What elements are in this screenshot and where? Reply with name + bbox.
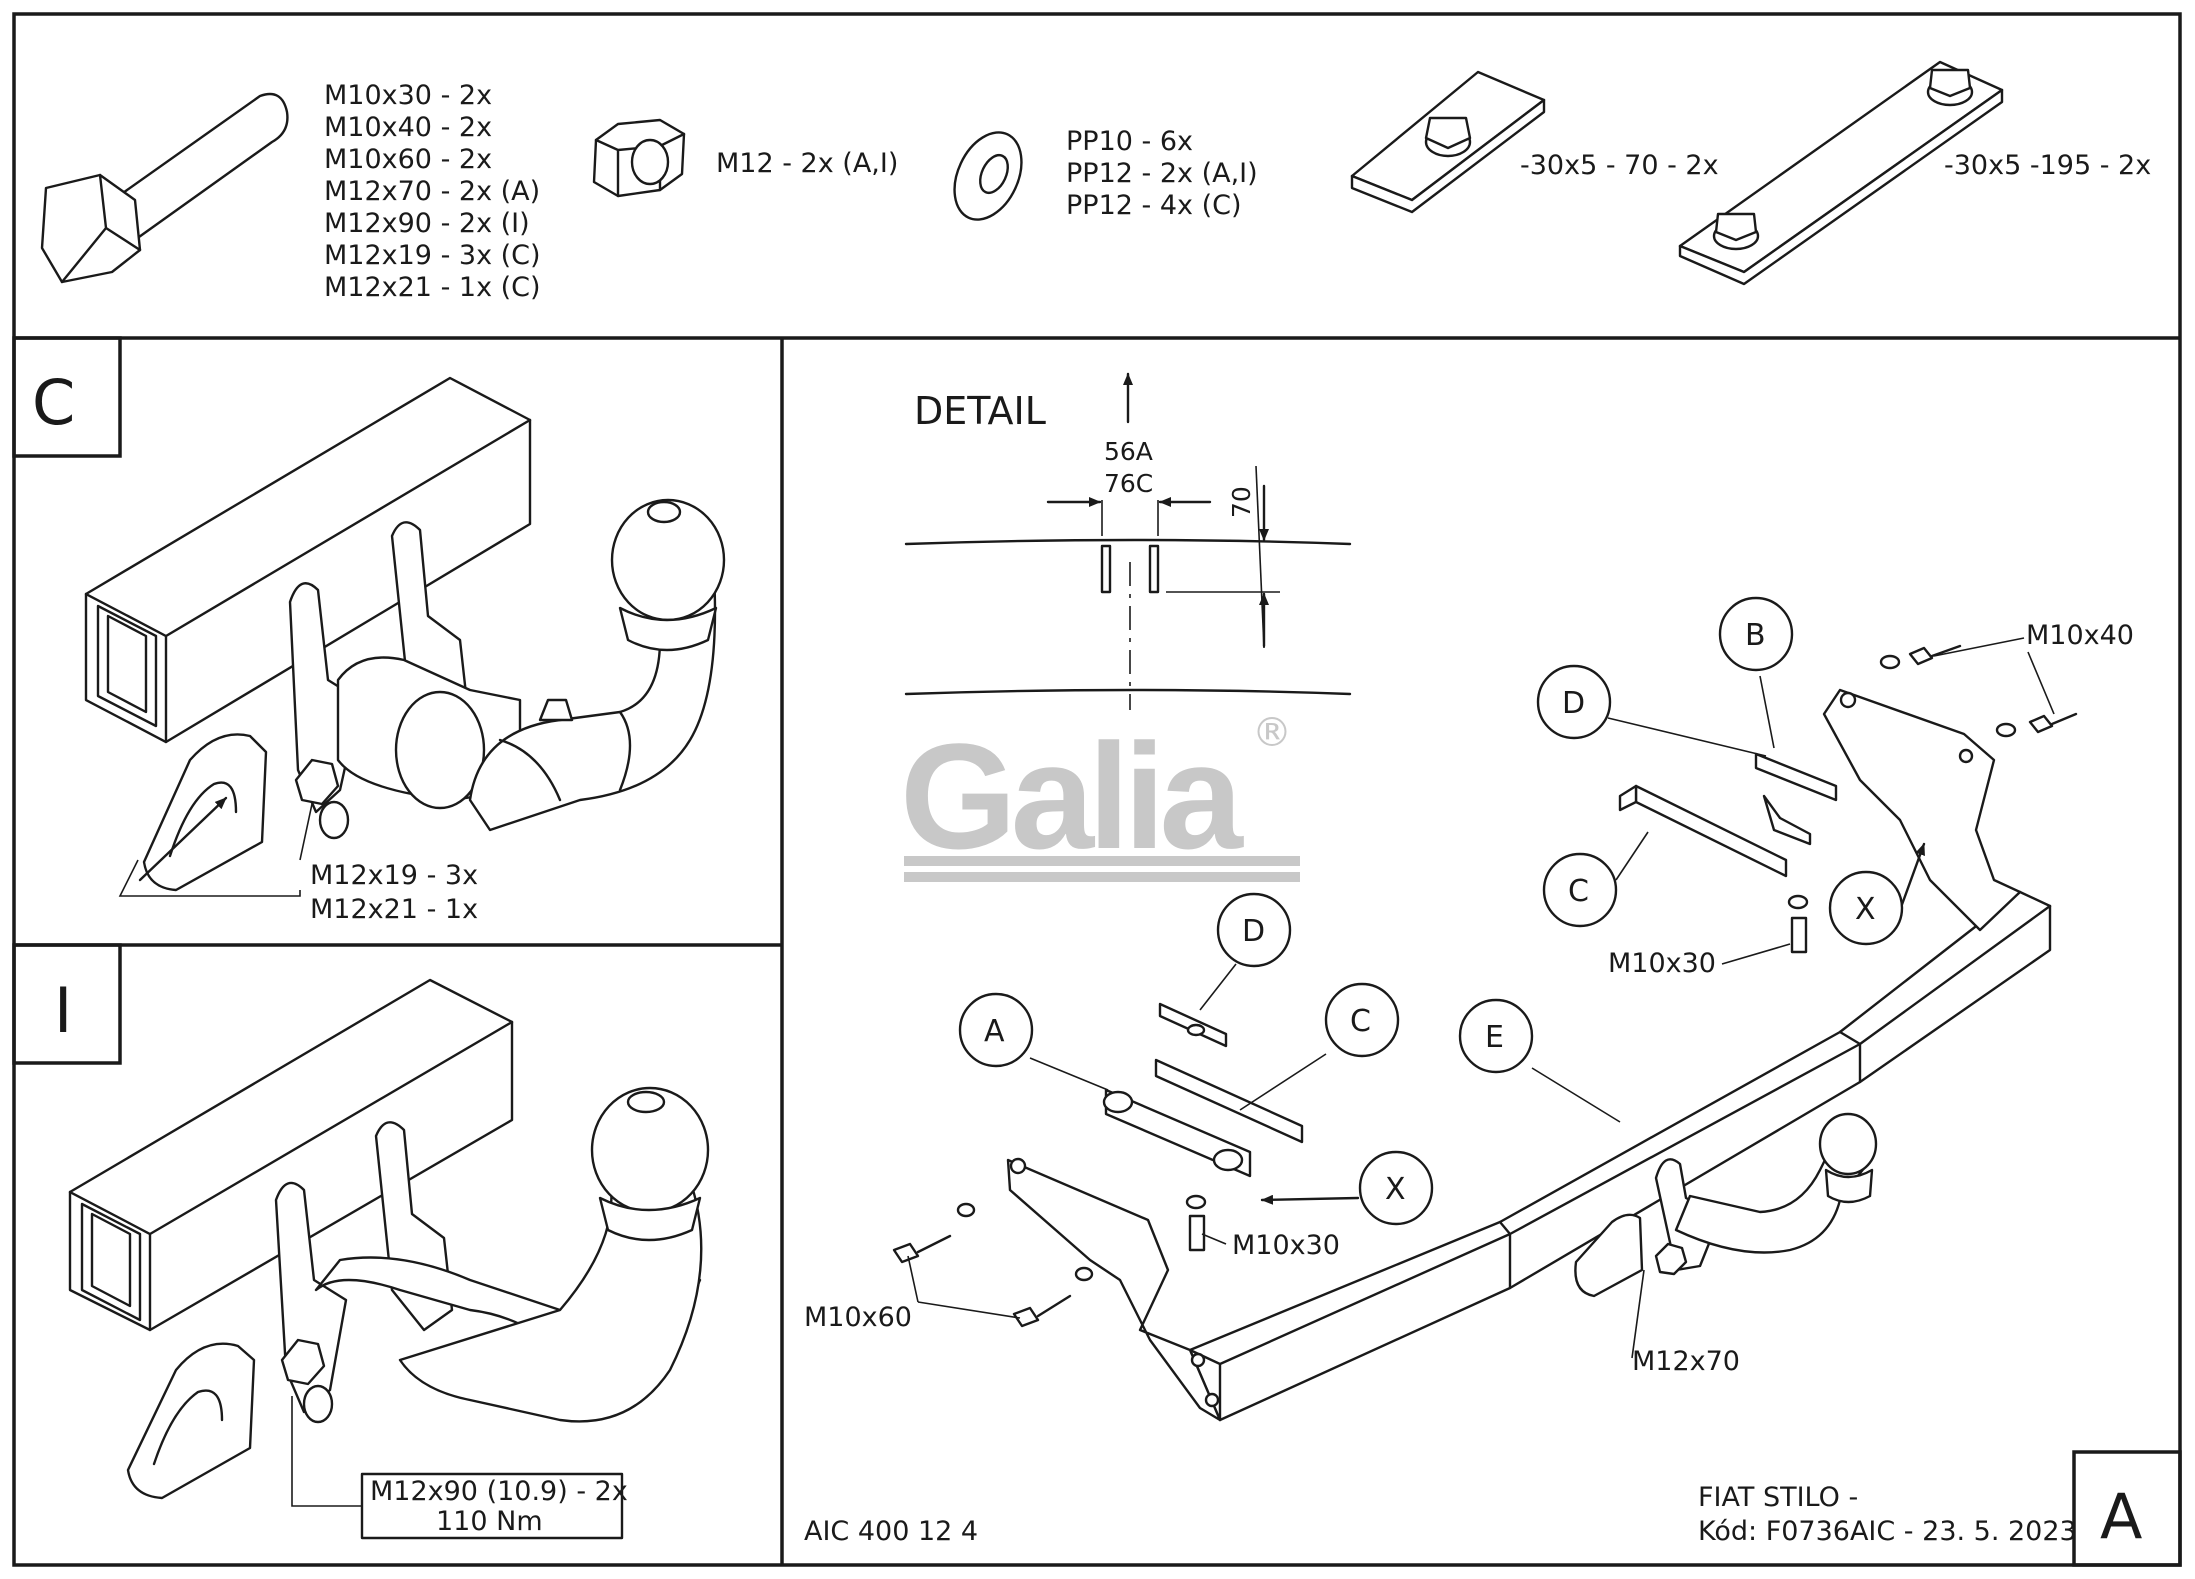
bolt-label-m10x60: M10x60 [804,1302,912,1333]
bolt-list: M10x30 - 2x M10x40 - 2x M10x60 - 2x M12x… [324,80,541,303]
panel-c-callout-2: M12x21 - 1x [310,894,478,925]
bolt-label-m10x30-left: M10x30 [1232,1230,1340,1261]
galia-logo-text: Galia [900,712,1244,880]
bolt-spec-7: M12x21 - 1x (C) [324,272,541,303]
svg-text:X: X [1385,1172,1406,1207]
svg-text:A: A [984,1014,1005,1049]
panel-i: I M12x90 (10.9) - 2x 110 Nm [12,943,710,1540]
part-label-e: E [1458,998,1534,1074]
bolt-spec-6: M12x19 - 3x (C) [324,240,541,271]
part-label-c-left: C [1324,982,1400,1058]
long-plate-spec: -30x5 -195 - 2x [1944,150,2151,181]
svg-text:D: D [1562,686,1585,721]
leader-lines [907,637,2055,1359]
detail-view: DETAIL 56A 76C 70 [904,372,1352,710]
part-label-x-left: X [1358,1150,1434,1226]
bolt-label-m10x40: M10x40 [2026,620,2134,651]
panel-a-label: A [2100,1480,2142,1553]
panel-i-label: I [54,974,72,1047]
panel-i-drawing [68,978,710,1500]
panel-i-callout-2: 110 Nm [436,1506,543,1537]
part-label-c-right: C [1542,852,1618,928]
washer-list: PP10 - 6x PP12 - 2x (A,I) PP12 - 4x (C) [1066,126,1258,221]
washer-icon [953,131,1023,221]
short-plate-icon [1350,70,1546,214]
bolt-label-m10x30-right: M10x30 [1608,948,1716,979]
panel-c: C [12,336,726,925]
bolt-label-m12x70: M12x70 [1632,1346,1740,1377]
bolt-spec-4: M12x70 - 2x (A) [324,176,540,207]
part-label-d-right: D [1536,664,1612,740]
part-label-b: B [1718,596,1794,672]
bolt-icon [40,92,289,284]
part-label-a: A [958,992,1034,1068]
hex-nut-icon [592,118,686,198]
washer-spec-3: PP12 - 4x (C) [1066,190,1242,221]
drawing-frame [12,12,2182,1567]
galia-watermark: Galia ® [900,710,1300,882]
panel-c-label: C [32,366,75,439]
bolt-spec-5: M12x90 - 2x (I) [324,208,530,239]
panel-c-drawing [84,376,726,892]
washer-spec-1: PP10 - 6x [1066,126,1193,157]
nut-spec: M12 - 2x (A,I) [716,148,898,179]
svg-text:B: B [1745,618,1766,653]
panel-c-callout-1: M12x19 - 3x [310,860,478,891]
registered-mark: ® [1252,710,1292,756]
detail-dim-56a: 56A [1104,437,1153,466]
parts-list: M10x30 - 2x M10x40 - 2x M10x60 - 2x M12x… [40,60,2151,303]
detail-title: DETAIL [914,389,1046,433]
detail-dim-76c: 76C [1104,469,1153,498]
svg-text:D: D [1242,914,1265,949]
panel-i-callout-1: M12x90 (10.9) - 2x [370,1476,628,1507]
part-label-d-left: D [1216,892,1292,968]
vehicle-name: FIAT STILO - [1698,1482,1858,1513]
part-label-x-right: X [1828,870,1904,946]
bolt-spec-3: M10x60 - 2x [324,144,492,175]
bolt-spec-1: M10x30 - 2x [324,80,492,111]
washer-spec-2: PP12 - 2x (A,I) [1066,158,1258,189]
bolt-spec-2: M10x40 - 2x [324,112,492,143]
towbar-assembly [892,644,2078,1422]
product-code: AIC 400 12 4 [804,1516,978,1547]
svg-text:X: X [1855,892,1876,927]
long-plate-icon [1678,60,2004,286]
torque-box [360,1472,624,1540]
svg-text:C: C [1568,874,1589,909]
drawing-code-date: Kód: F0736AIC - 23. 5. 2023 [1698,1516,2077,1547]
short-plate-spec: -30x5 - 70 - 2x [1520,150,1719,181]
detail-dim-70: 70 [1227,486,1256,518]
svg-text:C: C [1350,1004,1371,1039]
panel-a: DETAIL 56A 76C 70 Galia ® [804,372,2182,1567]
svg-text:E: E [1485,1020,1504,1055]
